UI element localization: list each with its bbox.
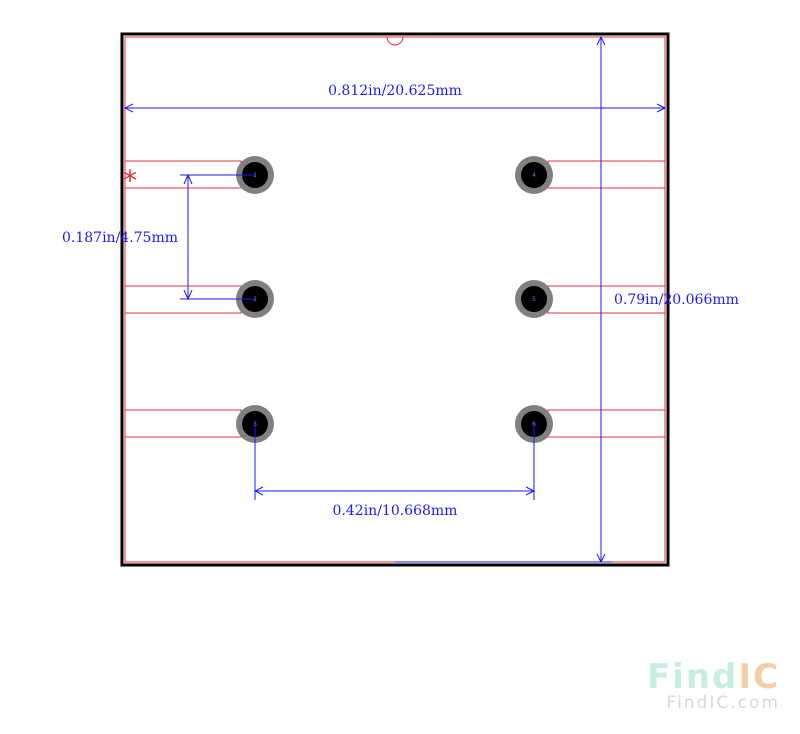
height-label: 0.79in/20.066mm [614, 292, 739, 308]
lead-3 [124, 409, 242, 438]
pad-4: 4 [515, 156, 553, 194]
orientation-notch [386, 36, 404, 46]
pad-number: 4 [532, 172, 536, 179]
lead-4 [547, 160, 666, 189]
pitch-dimension [180, 173, 255, 301]
pad-number: 2 [253, 296, 257, 303]
pad-number: 5 [532, 296, 536, 303]
pitch-label: 0.187in/4.75mm [62, 230, 178, 246]
span-label: 0.42in/10.668mm [333, 503, 458, 519]
pin1-marker: * [123, 164, 137, 197]
span-dimension [253, 424, 536, 500]
width-dimension [123, 103, 667, 113]
pad-number: 1 [253, 172, 257, 179]
pad-5: 5 [515, 280, 553, 318]
findic-watermark: FindIC FindIC.com [647, 657, 780, 713]
height-dimension [596, 35, 606, 564]
watermark-site: FindIC.com [667, 693, 780, 713]
package-outline [120, 32, 670, 567]
watermark-brand: FindIC [647, 657, 780, 697]
lead-6 [547, 409, 666, 438]
width-label: 0.812in/20.625mm [328, 83, 462, 99]
